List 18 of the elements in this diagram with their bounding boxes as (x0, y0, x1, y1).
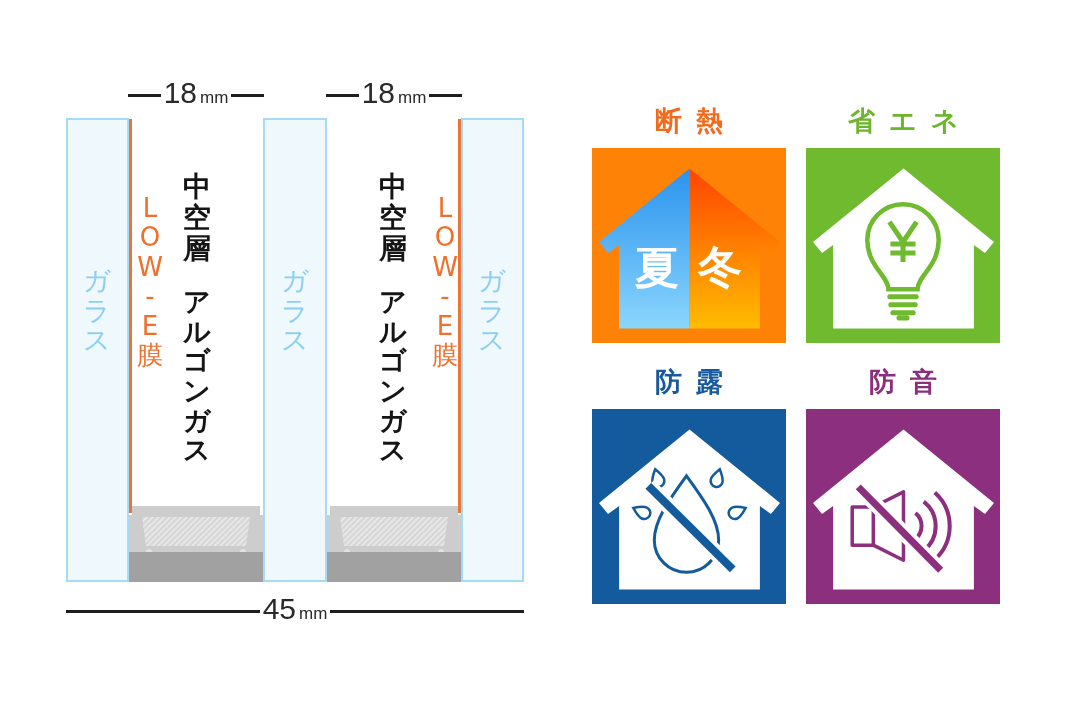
pane-label: ガラス (82, 266, 113, 356)
season-label: 夏 (635, 246, 679, 290)
layer-label: アルゴンガス (378, 287, 408, 466)
tile-heading: 省エネ (847, 106, 959, 136)
tile-heading: 防音 (869, 367, 937, 397)
layer-label: 中空層 (378, 172, 408, 265)
layer-label: 中空層 (182, 172, 212, 265)
tile-heading: 防露 (655, 367, 723, 397)
tile-heading: 断熱 (655, 106, 723, 136)
layer-label: アルゴンガス (182, 287, 212, 466)
pane-label: ガラス (280, 266, 310, 356)
season-label: 冬 (698, 245, 742, 289)
film-label: LOW-E膜 (136, 194, 164, 371)
glass-pane (461, 118, 524, 582)
pane-label: ガラス (477, 266, 508, 356)
film-label: LOW-E膜 (431, 194, 459, 371)
glass-pane (66, 118, 129, 582)
glass-pane (263, 118, 327, 582)
